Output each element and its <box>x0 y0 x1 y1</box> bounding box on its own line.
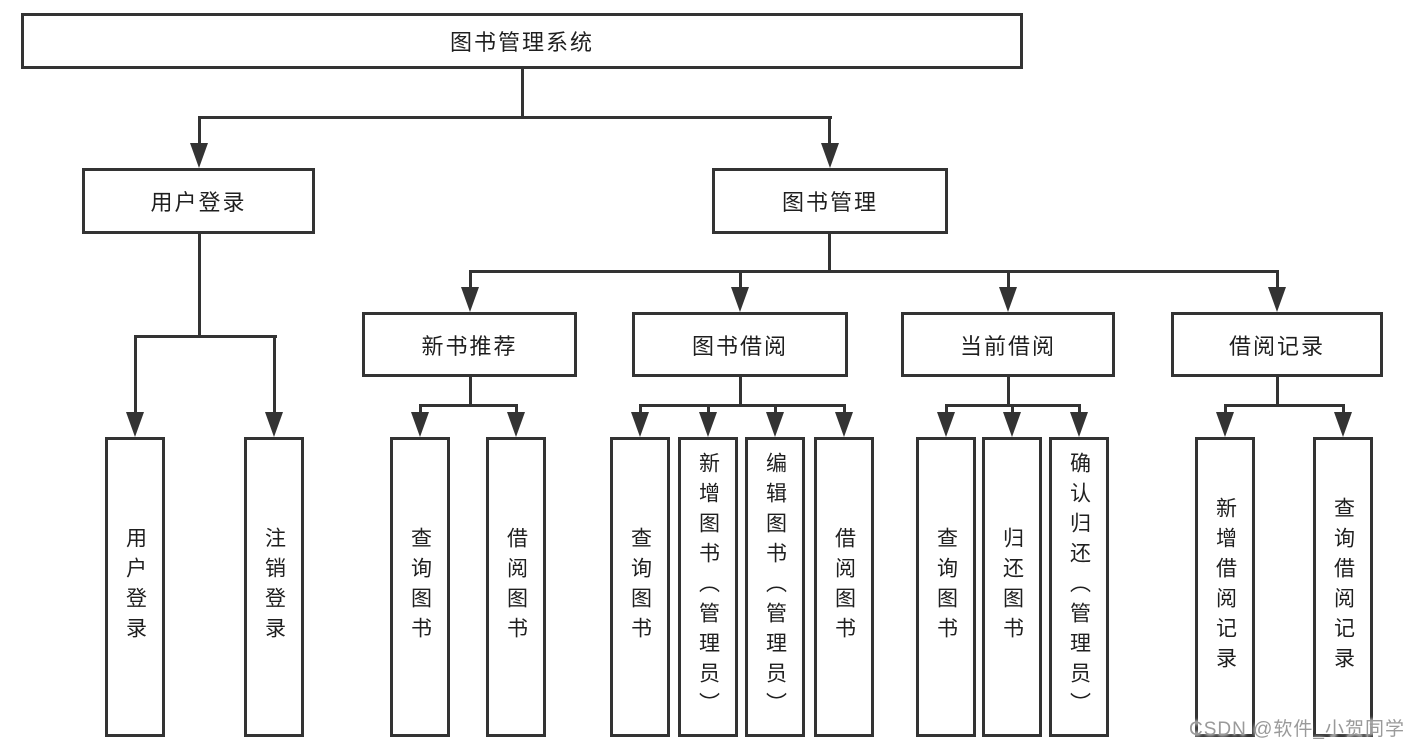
arrowhead <box>937 412 955 437</box>
node-label: 当前借阅 <box>959 333 1056 359</box>
leaf-label: 查询借阅记录 <box>1331 497 1355 677</box>
connector-drop <box>638 404 642 415</box>
node-user-login: 用户登录 <box>82 168 315 234</box>
leaf-label: 注销登录 <box>262 527 286 647</box>
arrowhead-borrow-records <box>1268 287 1286 312</box>
connector-root-trunk <box>520 69 524 119</box>
arrowhead <box>1003 412 1021 437</box>
connector-new-book-rail <box>418 404 518 407</box>
connector-borrow-records-trunk <box>1275 377 1279 407</box>
connector-drop-leaf-user-login <box>133 335 137 415</box>
connector-user-login-trunk <box>197 234 201 338</box>
csdn-watermark: CSDN @软件_小贺同学 <box>1189 719 1405 740</box>
connector-drop <box>944 404 948 415</box>
connector-drop <box>773 404 777 415</box>
leaf-add-book-admin: 新增图书（管理员） <box>678 437 738 737</box>
arrowhead <box>1216 412 1234 437</box>
leaf-label: 查询图书 <box>628 527 652 647</box>
connector-drop-book-borrow <box>738 270 742 290</box>
leaf-query-borrow-record: 查询借阅记录 <box>1313 437 1373 737</box>
connector-drop-user-login <box>197 116 201 146</box>
arrowhead-current-borrow <box>999 287 1017 312</box>
connector-drop <box>1223 404 1227 415</box>
arrowhead-new-book <box>461 287 479 312</box>
leaf-label: 编辑图书（管理员） <box>763 452 787 722</box>
node-label: 图书管理系统 <box>449 30 594 55</box>
connector-drop <box>1077 404 1081 415</box>
connector-level2-rail <box>197 116 832 119</box>
leaf-user-login: 用户登录 <box>105 437 165 737</box>
leaf-label: 确认归还（管理员） <box>1067 452 1091 722</box>
connector-current-borrow-trunk <box>1006 377 1010 407</box>
leaf-label: 归还图书 <box>1000 527 1024 647</box>
connector-drop-book-management <box>828 116 831 146</box>
connector-drop <box>514 404 518 415</box>
leaf-label: 借阅图书 <box>504 527 528 647</box>
node-book-borrow: 图书借阅 <box>632 312 848 377</box>
arrowhead <box>631 412 649 437</box>
connector-drop-new-book <box>468 270 472 290</box>
node-new-book-recommend: 新书推荐 <box>362 312 577 377</box>
connector-book-borrow-rail <box>638 404 846 407</box>
leaf-label: 查询图书 <box>934 527 958 647</box>
connector-drop-leaf-logout <box>272 335 276 415</box>
node-label: 图书管理 <box>781 190 878 215</box>
leaf-label: 新增图书（管理员） <box>696 452 720 722</box>
leaf-logout: 注销登录 <box>244 437 304 737</box>
arrowhead <box>835 412 853 437</box>
leaf-label: 新增借阅记录 <box>1213 497 1237 677</box>
arrowhead <box>766 412 784 437</box>
arrowhead <box>699 412 717 437</box>
connector-drop <box>706 404 710 415</box>
connector-drop-current-borrow <box>1006 270 1010 290</box>
arrowhead-book-management <box>820 143 839 168</box>
node-book-management: 图书管理 <box>712 168 948 234</box>
arrowhead-book-borrow <box>731 287 749 312</box>
connector-level3-rail <box>468 270 1279 273</box>
node-label: 借阅记录 <box>1228 333 1325 359</box>
node-library-management-system: 图书管理系统 <box>21 13 1023 69</box>
node-current-borrow: 当前借阅 <box>901 312 1115 377</box>
connector-new-book-trunk <box>468 377 472 407</box>
connector-drop <box>842 404 846 415</box>
connector-drop <box>1341 404 1345 415</box>
node-label: 图书借阅 <box>691 333 788 359</box>
connector-drop <box>1010 404 1014 415</box>
leaf-return-book: 归还图书 <box>982 437 1042 737</box>
leaf-query-book-2: 查询图书 <box>610 437 670 737</box>
leaf-label: 借阅图书 <box>832 527 856 647</box>
node-borrow-records: 借阅记录 <box>1171 312 1383 377</box>
leaf-query-book-1: 查询图书 <box>390 437 450 737</box>
leaf-borrow-book-1: 借阅图书 <box>486 437 546 737</box>
arrowhead <box>1334 412 1352 437</box>
node-label: 新书推荐 <box>421 333 518 359</box>
arrowhead <box>411 412 429 437</box>
connector-drop <box>418 404 422 415</box>
leaf-query-book-3: 查询图书 <box>916 437 976 737</box>
arrowhead-leaf-logout <box>265 412 283 437</box>
leaf-label: 查询图书 <box>408 527 432 647</box>
arrowhead-leaf-user-login <box>126 412 144 437</box>
connector-borrow-records-rail <box>1223 404 1345 407</box>
leaf-add-borrow-record: 新增借阅记录 <box>1195 437 1255 737</box>
arrowhead <box>1070 412 1088 437</box>
leaf-confirm-return-admin: 确认归还（管理员） <box>1049 437 1109 737</box>
connector-drop-borrow-records <box>1275 270 1279 290</box>
node-label: 用户登录 <box>150 190 247 215</box>
leaf-edit-book-admin: 编辑图书（管理员） <box>745 437 805 737</box>
connector-user-login-rail <box>133 335 277 338</box>
connector-book-management-trunk <box>828 234 831 273</box>
leaf-borrow-book-2: 借阅图书 <box>814 437 874 737</box>
connector-book-borrow-trunk <box>738 377 742 407</box>
leaf-label: 用户登录 <box>123 527 147 647</box>
arrowhead <box>507 412 525 437</box>
arrowhead-user-login <box>190 143 208 168</box>
